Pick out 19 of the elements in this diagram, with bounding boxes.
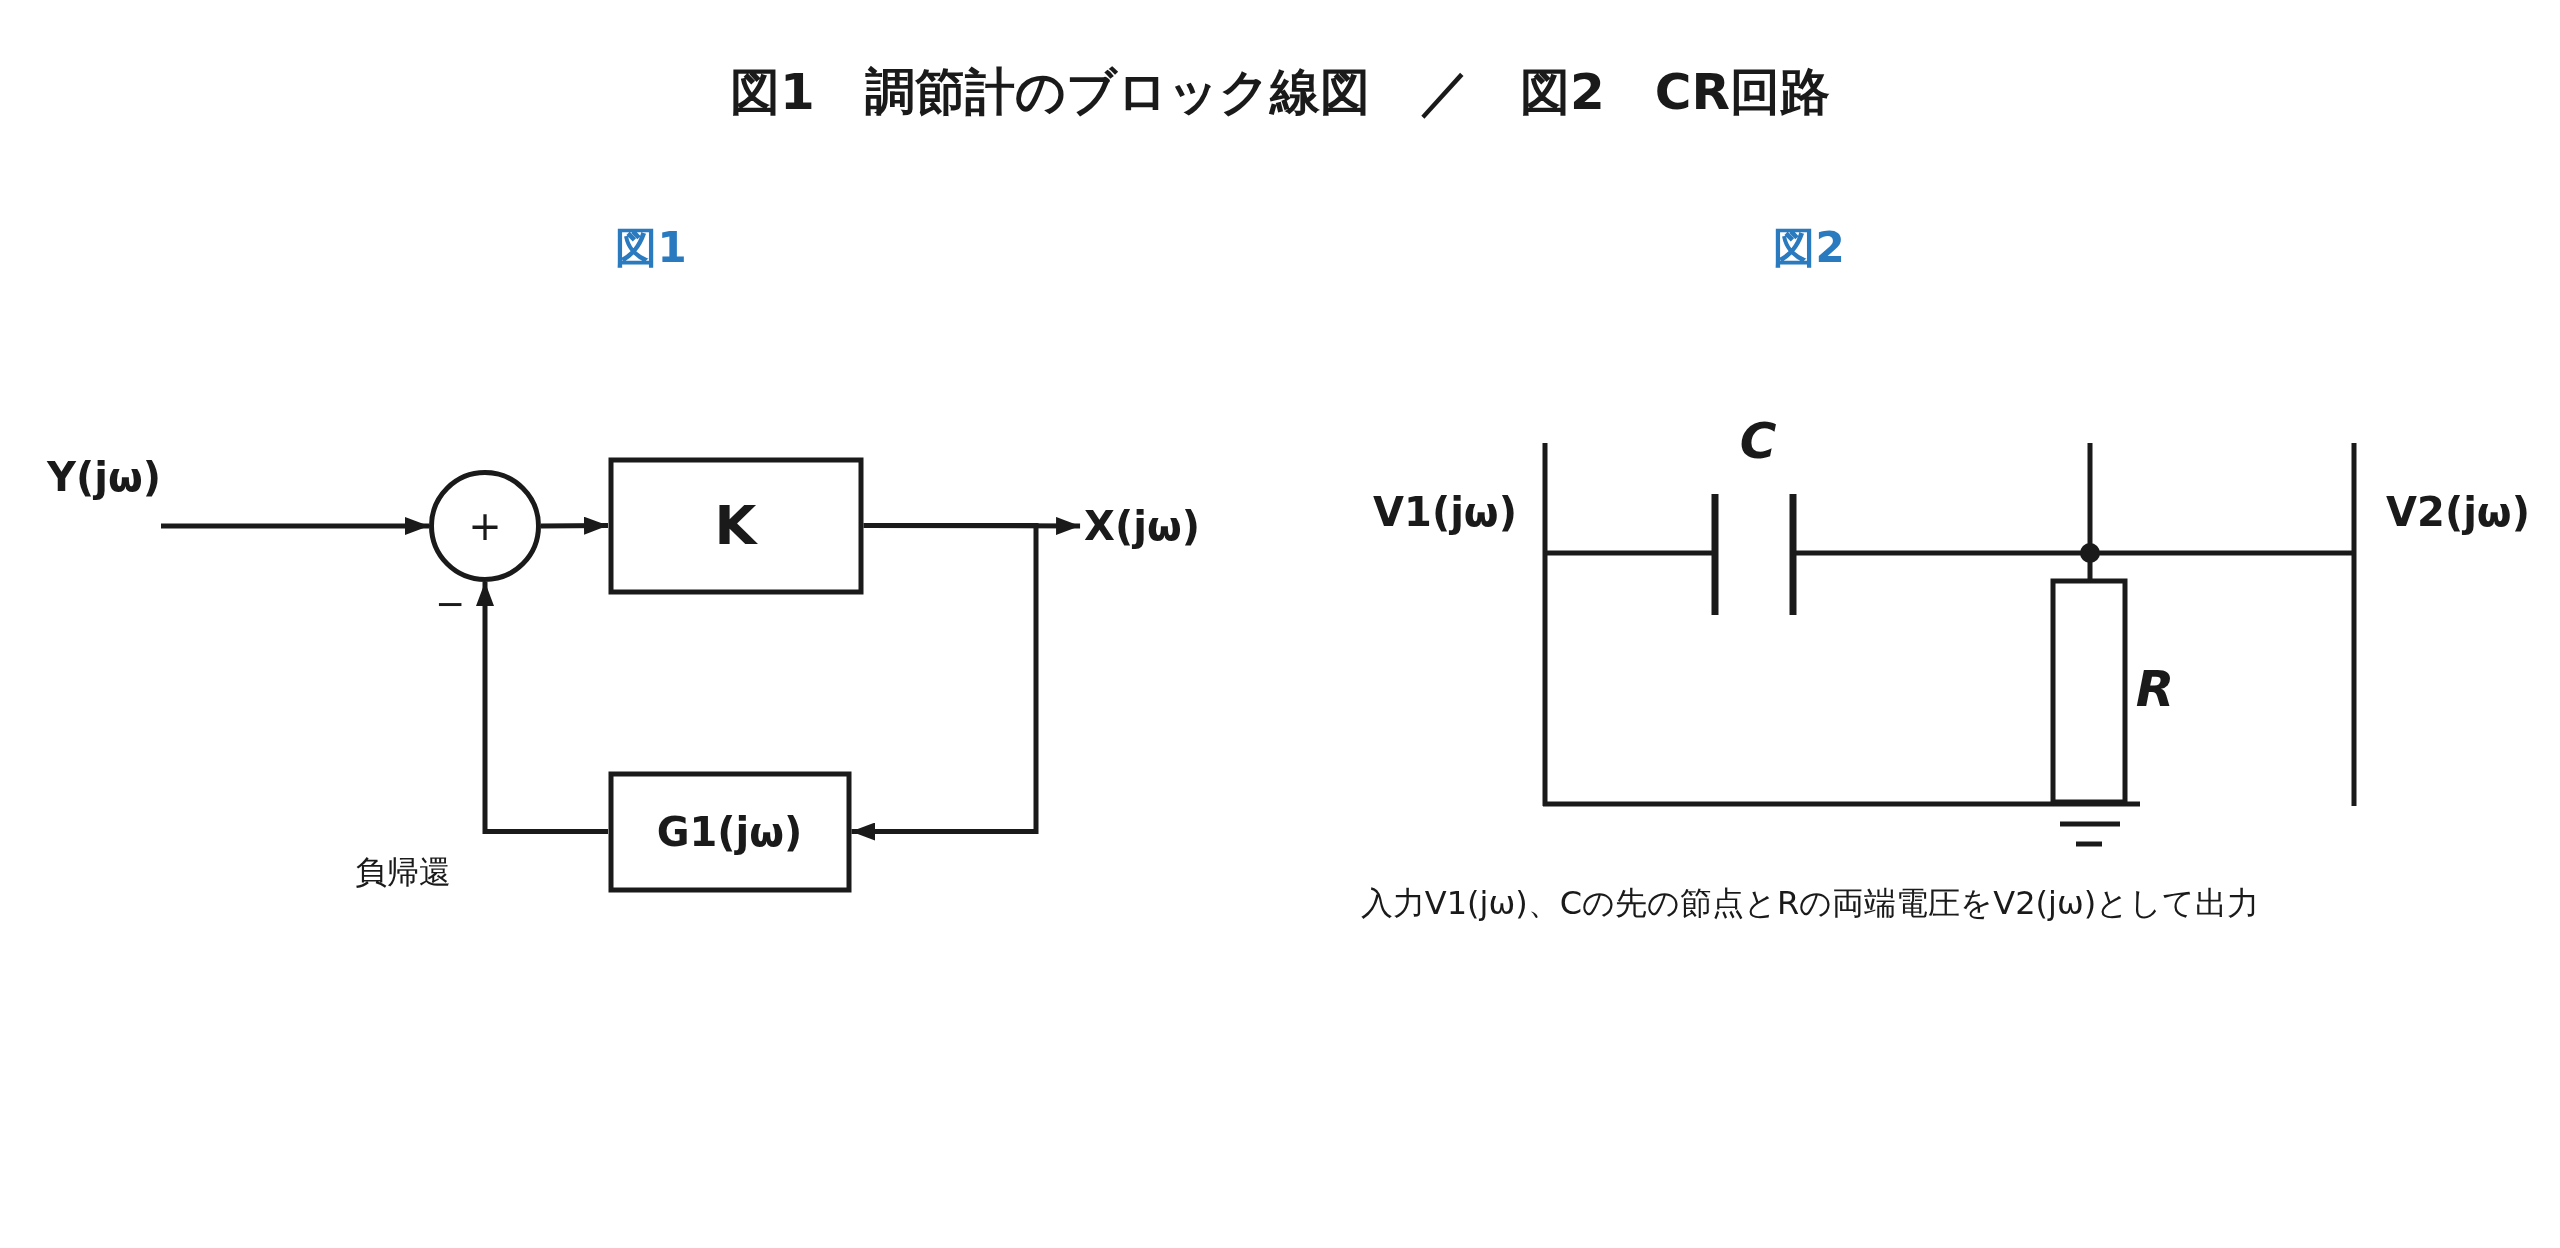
plus-sign: +: [468, 506, 502, 546]
input-signal-label: Y(jω): [47, 454, 161, 500]
title: 図1 調節計のブロック線図 ／ 図2 CR回路: [730, 64, 1830, 122]
arrow: [476, 582, 608, 834]
component-label: C: [1739, 413, 1777, 471]
note: 入力V1(jω)、Cの先の節点とRの両端電圧をV2(jω)として出力: [1360, 884, 2260, 922]
terminal-label: V2(jω): [2386, 489, 2530, 535]
figure-label: 図1: [615, 223, 687, 273]
minus-sign: −: [434, 583, 466, 625]
terminal-label: V1(jω): [1373, 489, 1517, 535]
block-text: K: [714, 498, 757, 553]
output-signal-label: X(jω): [1084, 503, 1200, 549]
component-label: R: [2135, 661, 2175, 719]
arrow: [851, 523, 1039, 841]
gain-block: [608, 457, 863, 594]
feedback-block: [608, 771, 851, 892]
arrow: [541, 516, 608, 535]
arrow: [161, 517, 429, 535]
figure-label: 図2: [1773, 223, 1845, 273]
